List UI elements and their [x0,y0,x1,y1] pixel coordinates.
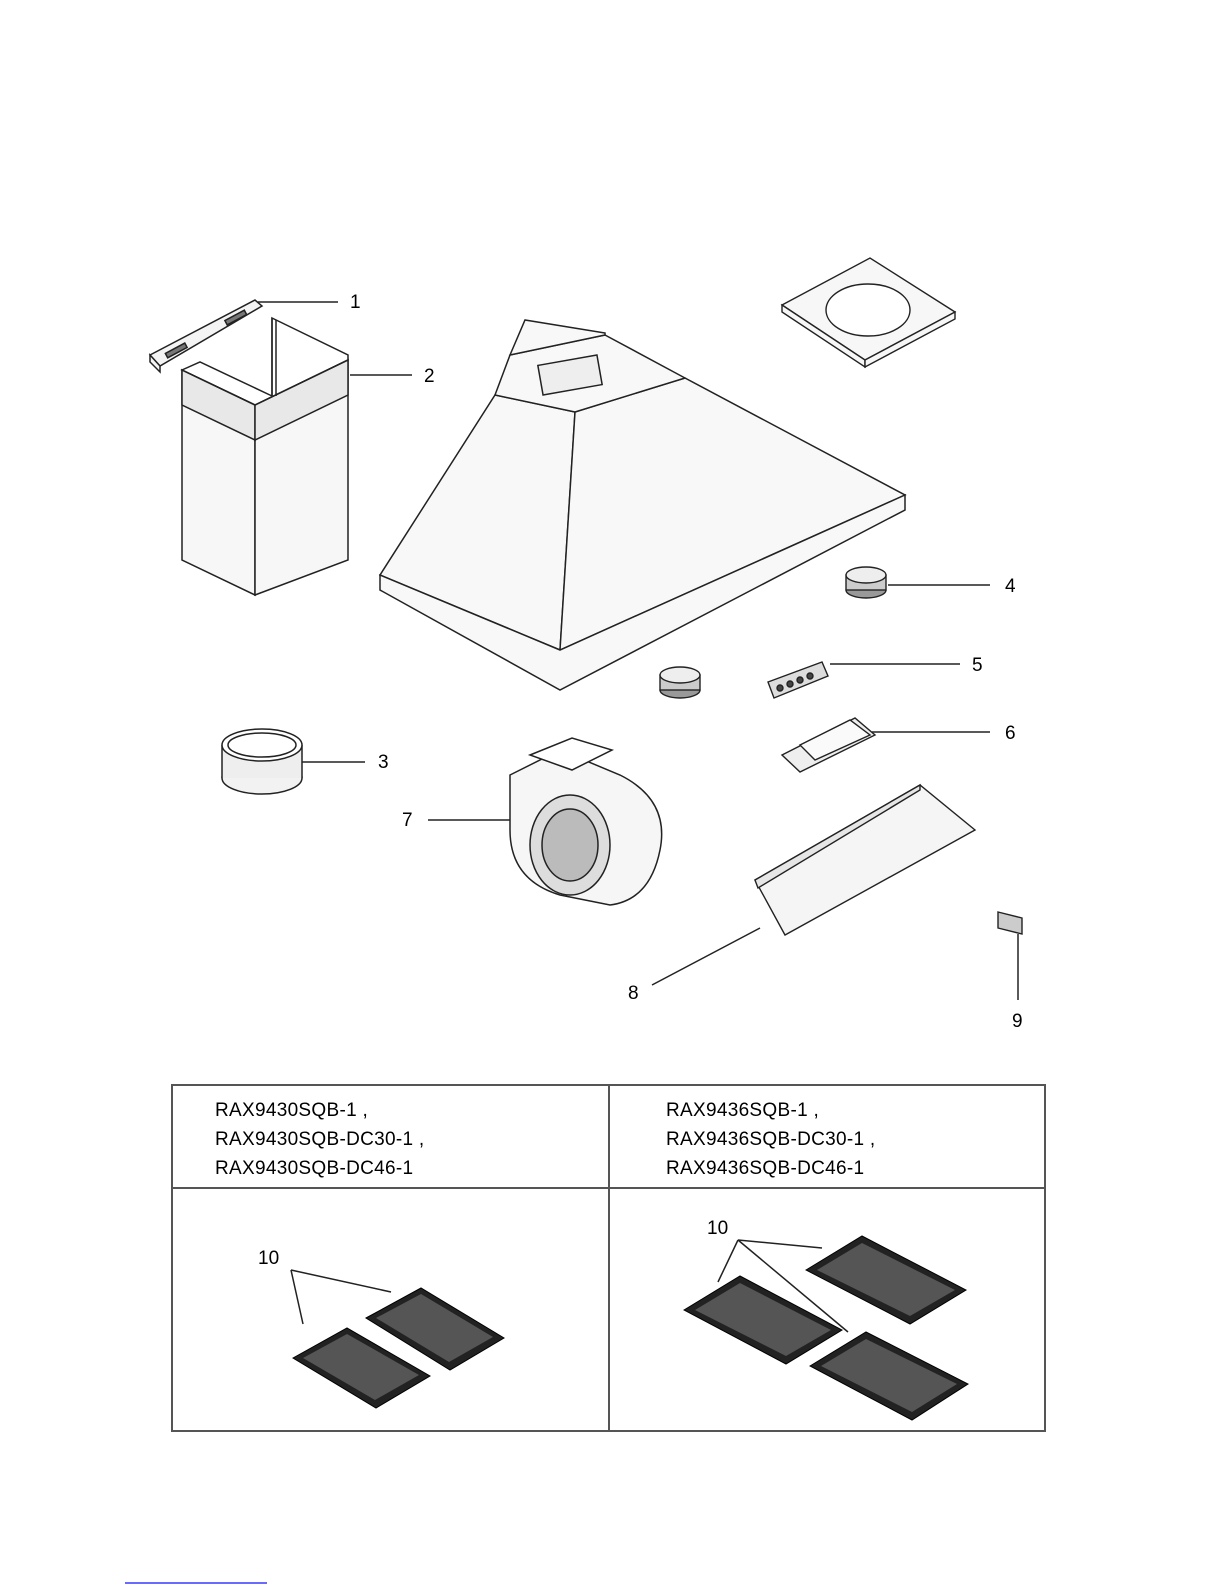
part-6-light-housing [782,718,875,772]
grease-filter [810,1332,968,1420]
grease-filter [806,1236,966,1324]
part-5-switch-block [768,662,828,698]
right-filter-cell: 10 [610,1190,1044,1430]
left-model-3: RAX9430SQB-DC46-1 [215,1154,425,1183]
part-4-knob [846,567,886,598]
part-3-duct-collar [222,729,302,794]
callout-5: 5 [972,655,983,676]
callout-1: 1 [350,292,361,313]
left-filter-cell: 10 [173,1190,607,1430]
right-model-1: RAX9436SQB-1 , [666,1096,876,1125]
part-8-bottom-bracket [755,785,975,935]
left-filters-illustration: 10 [173,1190,607,1430]
grease-filter [684,1276,842,1364]
right-model-3: RAX9436SQB-DC46-1 [666,1154,876,1183]
right-model-list: RAX9436SQB-1 , RAX9436SQB-DC30-1 , RAX94… [666,1096,876,1183]
right-filter-callout: 10 [707,1218,728,1239]
part-4-knob-second [660,667,700,698]
callout-9: 9 [1012,1011,1023,1032]
left-model-list: RAX9430SQB-1 , RAX9430SQB-DC30-1 , RAX94… [215,1096,425,1183]
table-row-divider [173,1187,1044,1189]
callout-3: 3 [378,752,389,773]
part-9-clip [998,912,1022,934]
right-model-2: RAX9436SQB-DC30-1 , [666,1125,876,1154]
callout-2: 2 [424,366,435,387]
part-range-hood-body [380,320,905,690]
part-2-chimney-cover [182,318,348,595]
part-mounting-plate [782,258,955,367]
callout-6: 6 [1005,723,1016,744]
exploded-parts-diagram: 1 2 4 [0,0,1225,1060]
model-filter-table: RAX9430SQB-1 , RAX9430SQB-DC30-1 , RAX94… [171,1084,1046,1432]
callout-4: 4 [1005,576,1016,597]
left-model-2: RAX9430SQB-DC30-1 , [215,1125,425,1154]
callout-7: 7 [402,810,413,831]
callout-8-leader [652,928,760,985]
left-filter-callout: 10 [258,1248,279,1269]
callout-8: 8 [628,983,639,1004]
left-model-1: RAX9430SQB-1 , [215,1096,425,1125]
page-footer-underline [125,1582,267,1584]
part-7-blower [510,738,662,905]
part-1-chimney-bracket [150,300,262,372]
right-filters-illustration: 10 [610,1190,1044,1430]
